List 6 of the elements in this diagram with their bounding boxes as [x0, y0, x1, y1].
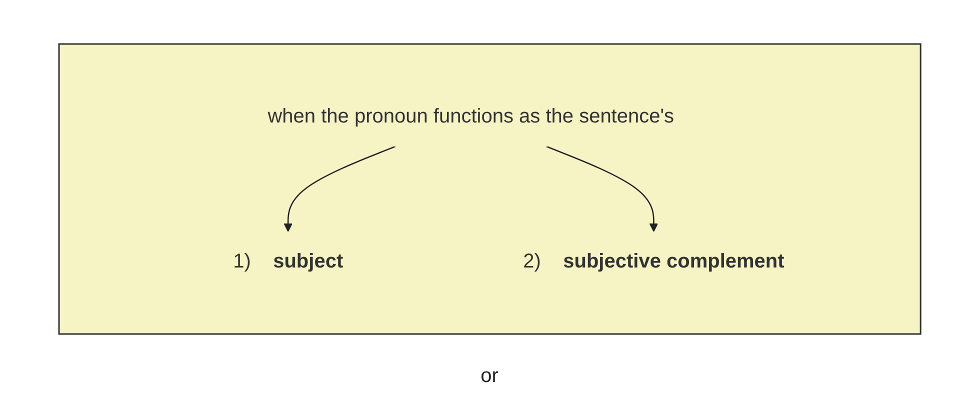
- node-text: when the pronoun functions as the sentence's: [267, 106, 674, 128]
- node-text: 1) subject: [232, 250, 343, 272]
- arrow: [546, 146, 658, 232]
- arrow: [283, 146, 396, 232]
- node-text: 2) subjective complement: [522, 250, 784, 272]
- connector-word: or: [480, 365, 498, 387]
